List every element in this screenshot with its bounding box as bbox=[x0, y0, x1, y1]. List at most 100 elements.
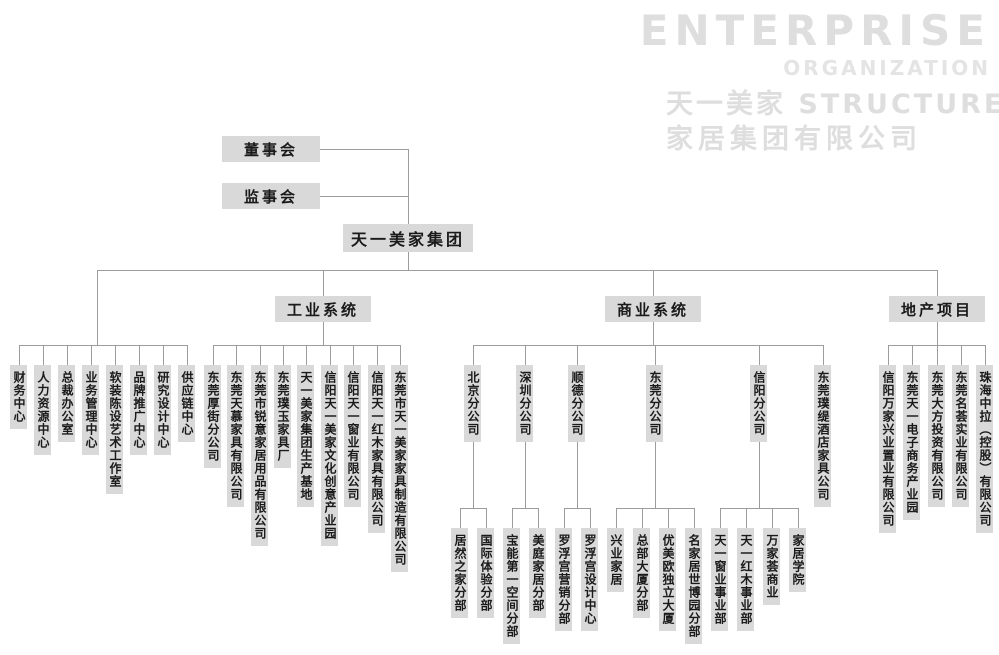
commercial-system-box: 商业系统 bbox=[605, 296, 701, 322]
connector-line bbox=[937, 345, 938, 365]
connector-line bbox=[236, 345, 237, 365]
connector-line bbox=[97, 270, 937, 271]
branch-sub-box: 名家居世博园分部 bbox=[685, 528, 702, 644]
connector-line bbox=[91, 345, 92, 365]
branch-sub-box: 居然之家分部 bbox=[451, 528, 468, 618]
dept-box: 人力资源中心 bbox=[34, 365, 51, 455]
connector-line bbox=[283, 345, 284, 365]
connector-line bbox=[694, 508, 695, 528]
industrial-unit-box: 信阳天一窗业有限公司 bbox=[344, 365, 361, 507]
industrial-unit-box: 东莞天慕家具有限公司 bbox=[227, 365, 244, 507]
industrial-unit-box: 东莞市锐意家居用品有限公司 bbox=[251, 365, 268, 546]
connector-line bbox=[577, 345, 578, 365]
connector-line bbox=[720, 508, 721, 528]
connector-line bbox=[486, 508, 487, 528]
connector-line bbox=[525, 442, 526, 508]
branch-sub-box: 宝能第一空间分部 bbox=[503, 528, 520, 644]
connector-line bbox=[330, 345, 331, 365]
dept-box: 总裁办公室 bbox=[58, 365, 75, 442]
connector-line bbox=[616, 508, 617, 528]
branch-sub-box: 罗浮宫设计中心 bbox=[581, 528, 598, 631]
connector-line bbox=[655, 442, 656, 508]
connector-line bbox=[213, 345, 214, 365]
dept-box: 研究设计中心 bbox=[154, 365, 171, 455]
branch-sub-box: 万家荟商业 bbox=[763, 528, 780, 605]
connector-line bbox=[320, 196, 408, 197]
connector-line bbox=[720, 508, 798, 509]
real-estate-unit-box: 信阳万家兴业置业有限公司 bbox=[879, 365, 896, 533]
connector-line bbox=[473, 345, 823, 346]
dept-box: 财务中心 bbox=[10, 365, 27, 429]
board-of-directors-box: 董事会 bbox=[222, 136, 320, 162]
connector-line bbox=[187, 345, 188, 365]
connector-line bbox=[260, 345, 261, 365]
industrial-unit-box: 天一美家集团生产基地 bbox=[297, 365, 314, 507]
connector-line bbox=[320, 149, 408, 150]
supervisory-board-box: 监事会 bbox=[222, 183, 320, 209]
branch-sub-box: 总部大厦分部 bbox=[633, 528, 650, 618]
branch-box: 东莞分公司 bbox=[646, 365, 663, 442]
connector-line bbox=[590, 508, 591, 528]
connector-line bbox=[888, 345, 889, 365]
branch-sub-box: 国际体验分部 bbox=[477, 528, 494, 618]
connector-line bbox=[564, 508, 590, 509]
industrial-system-box: 工业系统 bbox=[275, 296, 371, 322]
connector-line bbox=[525, 345, 526, 365]
connector-line bbox=[400, 345, 401, 365]
dept-box: 业务管理中心 bbox=[82, 365, 99, 455]
connector-line bbox=[512, 508, 538, 509]
connector-line bbox=[473, 442, 474, 508]
connector-line bbox=[759, 442, 760, 508]
connector-line bbox=[460, 508, 486, 509]
connector-line bbox=[460, 508, 461, 528]
watermark-organization: ORGANIZATION bbox=[783, 56, 991, 80]
connector-line bbox=[115, 345, 116, 365]
connector-line bbox=[616, 508, 694, 509]
industrial-unit-box: 东莞璞玉家具厂 bbox=[274, 365, 291, 468]
connector-line bbox=[798, 508, 799, 528]
connector-line bbox=[653, 270, 654, 296]
branch-sub-box: 罗浮宫营销分部 bbox=[555, 528, 572, 631]
dept-box: 品牌推广中心 bbox=[130, 365, 147, 455]
branch-box: 信阳分公司 bbox=[750, 365, 767, 442]
connector-line bbox=[823, 345, 824, 365]
connector-line bbox=[985, 345, 986, 365]
connector-line bbox=[759, 345, 760, 365]
watermark-company-cn: 家居集团有限公司 bbox=[666, 124, 922, 155]
connector-line bbox=[888, 345, 985, 346]
connector-line bbox=[577, 442, 578, 508]
connector-line bbox=[937, 270, 938, 296]
branch-box: 北京分公司 bbox=[464, 365, 481, 442]
connector-line bbox=[655, 345, 656, 365]
connector-line bbox=[564, 508, 565, 528]
group-headquarters-box: 天一美家集团 bbox=[343, 224, 473, 252]
dept-box: 软装陈设艺术工作室 bbox=[106, 365, 123, 494]
industrial-unit-box: 东莞市天一美家家具制造有限公司 bbox=[391, 365, 408, 572]
connector-line bbox=[19, 345, 20, 365]
connector-line bbox=[653, 322, 654, 345]
branch-box: 顺德分公司 bbox=[568, 365, 585, 442]
branch-sub-box: 美庭家居分部 bbox=[529, 528, 546, 618]
branch-sub-box: 天一窗业事业部 bbox=[711, 528, 728, 631]
industrial-unit-box: 信阳天一美家文化创意产业园 bbox=[321, 365, 338, 546]
connector-line bbox=[377, 345, 378, 365]
connector-line bbox=[408, 252, 409, 270]
industrial-unit-box: 东莞厚街分公司 bbox=[204, 365, 221, 468]
industrial-unit-box: 信阳天一红木家具有限公司 bbox=[368, 365, 385, 533]
branch-box: 深圳分公司 bbox=[516, 365, 533, 442]
real-estate-unit-box: 珠海中拉（控股）有限公司 bbox=[976, 365, 993, 533]
watermark-company-en: 天一美家 STRUCTURE bbox=[666, 89, 999, 120]
connector-line bbox=[323, 270, 324, 296]
connector-line bbox=[746, 508, 747, 528]
connector-line bbox=[912, 345, 913, 365]
real-estate-unit-box: 东莞名荟实业有限公司 bbox=[952, 365, 969, 507]
connector-line bbox=[538, 508, 539, 528]
branch-box: 东莞璞缇酒店家具公司 bbox=[814, 365, 831, 507]
connector-line bbox=[512, 508, 513, 528]
connector-line bbox=[19, 345, 187, 346]
connector-line bbox=[43, 345, 44, 365]
real-estate-unit-box: 东莞天一电子商务产业园 bbox=[903, 365, 920, 520]
connector-line bbox=[353, 345, 354, 365]
connector-line bbox=[323, 322, 324, 345]
